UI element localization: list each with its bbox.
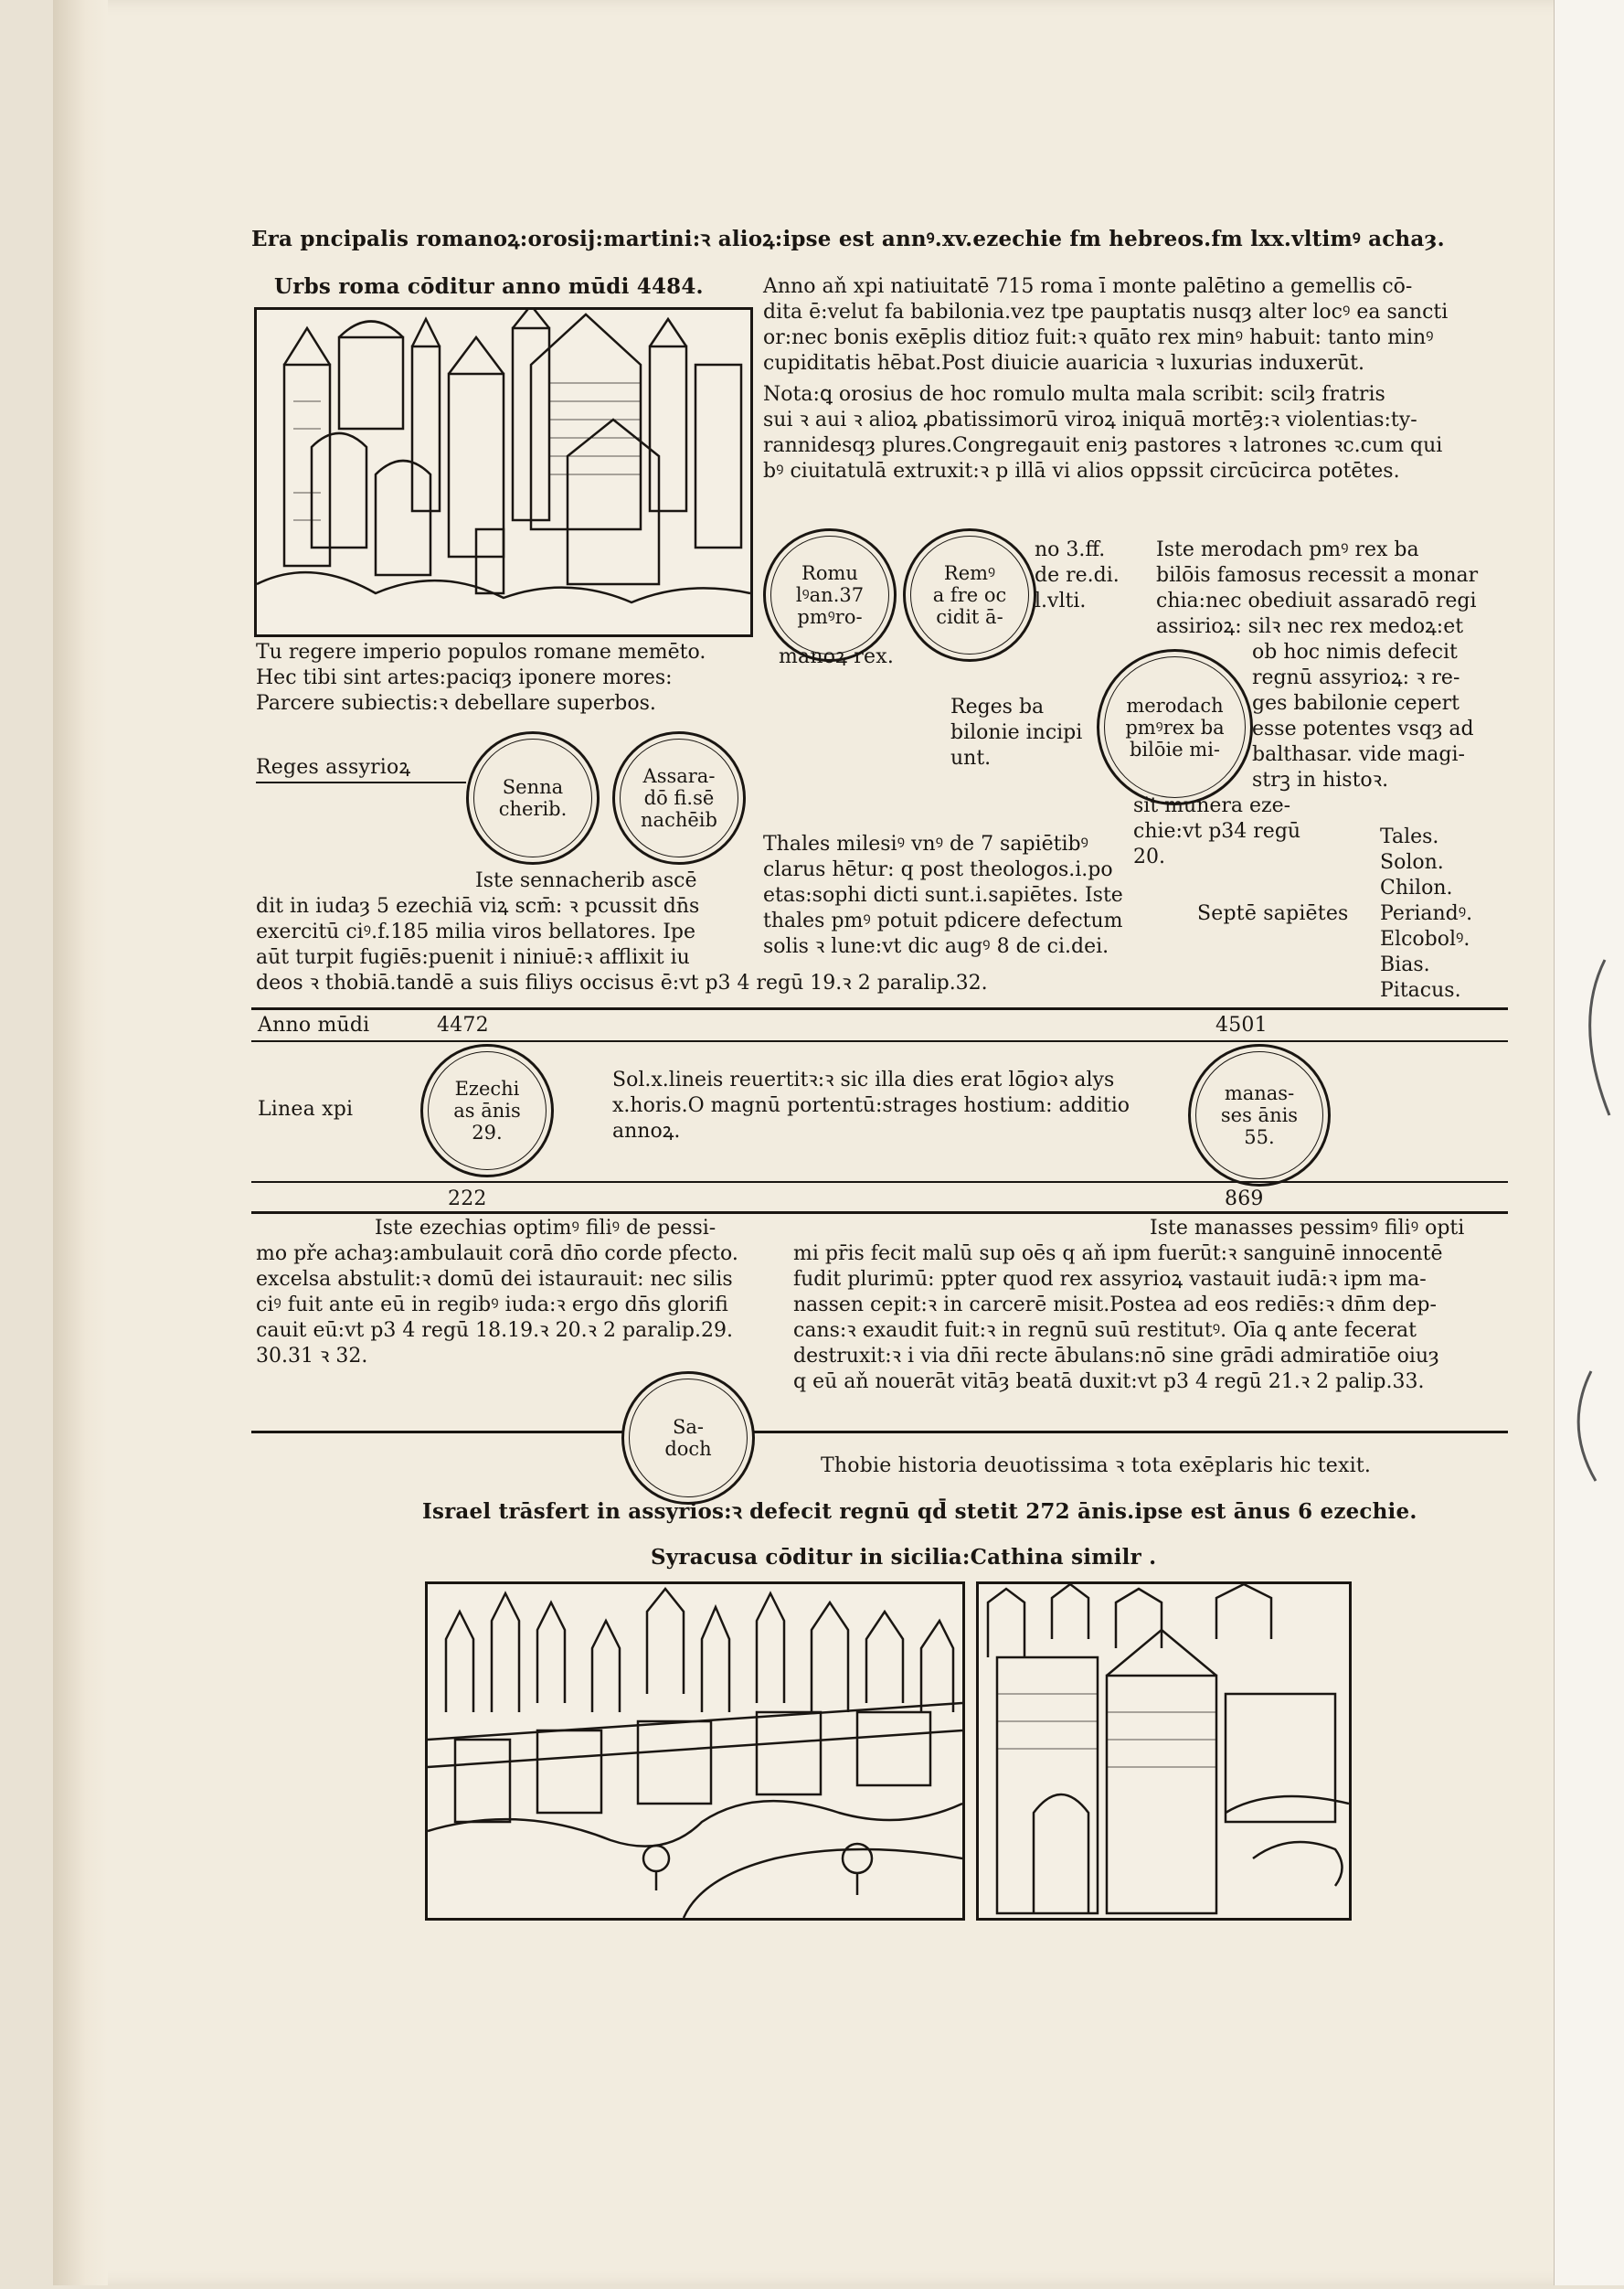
remus-circle: Remꝰ a fre oc cidit ā-	[903, 528, 1036, 662]
romulus-circle: Romu lꝰan.37 pmꝰro-	[763, 528, 897, 662]
iste-sennacherib-block: Iste sennacherib ascē dit in iudaȝ 5 eze…	[256, 869, 988, 995]
iste-merodach-block: Iste merodach pmꝰ rex ba bilōis famosus …	[1156, 538, 1479, 638]
anno-mundi-left: 4472	[437, 1014, 489, 1037]
syracusa-caption: Syracusa cōditur in sicilia:Cathina simi…	[651, 1545, 1157, 1570]
rule-top	[251, 1007, 1508, 1010]
thobie-note: Thobie historia deuotissima ꝛ tota exēpl…	[821, 1454, 1372, 1477]
reges-babilonie: Reges ba bilonie incipi unt.	[950, 696, 1083, 770]
reges-assyrioz-line	[256, 782, 466, 783]
linea-xpi-right: 869	[1225, 1187, 1264, 1210]
page-gutter	[53, 0, 108, 2285]
romanoz-rex: manoꝝ rex.	[779, 645, 895, 668]
rule-sadoch	[251, 1431, 1508, 1433]
septe-sapientes-label: Septē sapiētes	[1197, 902, 1349, 925]
anno-mundi-label: Anno mūdi	[258, 1014, 370, 1037]
anno-mundi-right: 4501	[1215, 1014, 1268, 1037]
sadoch-circle: Sa- doch	[621, 1371, 755, 1505]
nota-line-3: rannidesqȝ plures.Congregauit eniȝ pasto…	[763, 434, 1443, 457]
rome-woodcut	[254, 307, 753, 637]
sapientes-names: Tales. Solon. Chilon. Periandꝰ. Elcobolꝰ…	[1380, 825, 1473, 1002]
linea-xpi-label: Linea xpi	[258, 1098, 354, 1121]
sol-block: Sol.x.lineis reuertitꝛ:ꝛ sic illa dies e…	[612, 1069, 1130, 1143]
merodach-circle: merodach pmꝰrex ba bilōie mi-	[1097, 649, 1253, 805]
anno-ante-line-3: or:nec bonis exēplis ditioz fuit:ꝛ quāto…	[763, 326, 1434, 349]
anno-ante-line-1: Anno aň xpi natiuitatē 715 roma ī monte …	[763, 275, 1413, 298]
munera-block: sit munera eze- chie:vt p34 regū 20.	[1133, 794, 1301, 868]
romulus-side-note: no 3.ff. de re.di. l.vlti.	[1035, 538, 1120, 612]
anno-ante-line-2: dita ē:velut fa babilonia.vez tpe paupta…	[763, 301, 1449, 324]
iste-manasses-block: Iste manasses pessimꝰ filiꝰ opti mi pr̄i…	[793, 1217, 1465, 1393]
rule-anno-mundi	[251, 1040, 1508, 1042]
linea-xpi-left: 222	[448, 1187, 487, 1210]
facing-page-marks	[1576, 959, 1611, 1482]
nota-line-2: sui ꝛ aui ꝛ alioꝝ ꝓbatissimorū viroꝝ ini…	[763, 409, 1417, 431]
thales-block: Thales milesiꝰ vnꝰ de 7 sapiētibꝰ clarus…	[763, 833, 1123, 958]
anno-ante-block: Anno aň xpi natiuitatē 715 roma ī monte …	[763, 274, 1448, 377]
iste-ezechias-block: Iste ezechias optimꝰ filiꝰ de pessi- mo …	[256, 1217, 738, 1368]
syracusa-woodcut	[425, 1581, 965, 1921]
anno-ante-line-4: cupiditatis hēbat.Post diuicie auaricia …	[763, 352, 1365, 375]
urbs-roma-caption: Urbs roma cōditur anno mūdi 4484.	[274, 274, 704, 299]
rule-bottom	[251, 1211, 1508, 1214]
assaradon-circle: Assara- dō fi.sē nachēib	[612, 731, 746, 865]
manasses-circle: manas- ses ānis 55.	[1188, 1044, 1331, 1187]
nota-line-4: bꝰ ciuitatulā extruxit:ꝛ p illā vi alios…	[763, 460, 1400, 483]
reges-assyrioz-label: Reges assyrioꝝ	[256, 756, 411, 779]
iste-merodach-cont: ob hoc nimis defecit regnū assyrioꝝ: ꝛ r…	[1252, 641, 1474, 792]
roma-verse: Tu regere imperio populos romane memēto.…	[256, 640, 706, 717]
verse-line-1: Tu regere imperio populos romane memēto.	[256, 641, 706, 664]
ezechias-circle: Ezechi as ānis 29.	[420, 1044, 554, 1177]
rule-linea	[251, 1181, 1508, 1183]
nota-block: Nota:ꝗ orosius de hoc romulo multa mala …	[763, 382, 1442, 484]
israel-note: Israel trāsfert in assyrios:ꝛ defecit re…	[422, 1499, 1417, 1524]
verse-line-3: Parcere subiectis:ꝛ debellare superbos.	[256, 692, 656, 715]
cathina-woodcut	[976, 1581, 1352, 1921]
verse-line-2: Hec tibi sint artes:paciqȝ iponere mores…	[256, 666, 673, 689]
page-header: Era pncipalis romanoꝝ:orosij:martini:ꝛ a…	[251, 227, 1445, 251]
sennacherib-circle: Senna cherib.	[466, 731, 600, 865]
facing-page-edge	[1554, 0, 1624, 2285]
nota-line-1: Nota:ꝗ orosius de hoc romulo multa mala …	[763, 383, 1385, 406]
